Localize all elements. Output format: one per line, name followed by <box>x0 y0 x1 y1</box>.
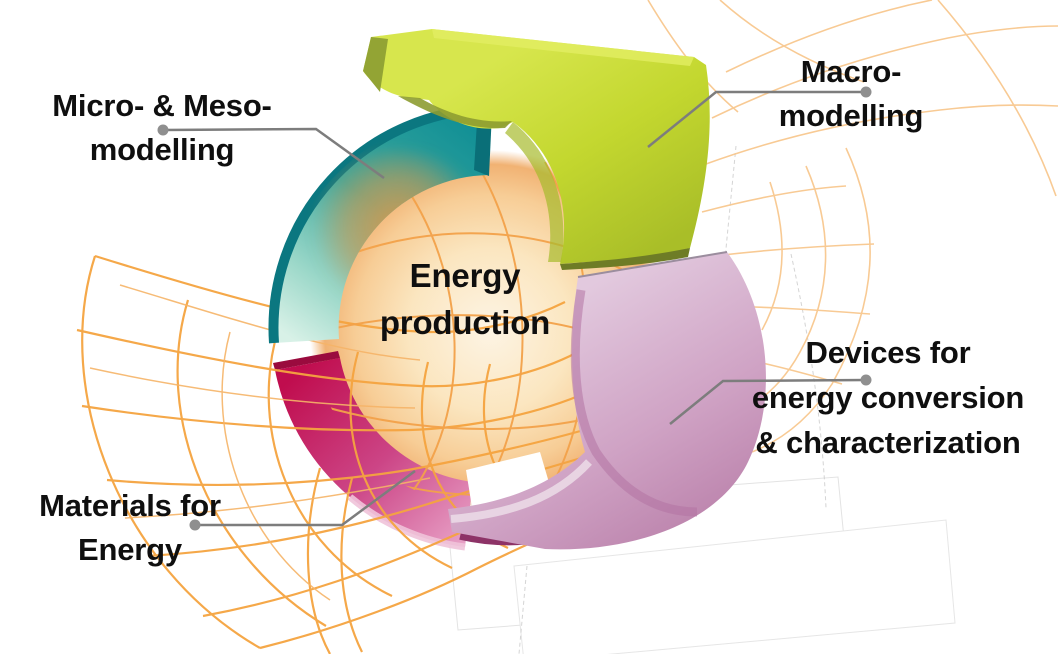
label-line: Micro- & Meso- <box>52 88 272 123</box>
segment-materials-for-energy <box>273 351 473 551</box>
label-line: Energy <box>409 257 521 294</box>
label-line: Devices for <box>805 335 971 370</box>
label-devices: Devices for energy conversion & characte… <box>718 330 1058 465</box>
label-materials-for-energy: Materials for Energy <box>10 484 250 572</box>
label-line: modelling <box>89 132 235 167</box>
label-line: energy conversion <box>751 380 1025 415</box>
label-micro-meso-modelling: Micro- & Meso- modelling <box>8 84 316 172</box>
label-macro-modelling: Macro- modelling <box>742 50 960 138</box>
label-line: Energy <box>78 532 182 567</box>
leader-devices <box>669 378 867 425</box>
label-line: Materials for <box>39 488 221 523</box>
label-energy-production: Energy production <box>340 252 590 346</box>
label-line: production <box>379 304 551 341</box>
leader-materials <box>195 469 416 527</box>
background-plane <box>513 519 956 654</box>
leader-dot <box>189 519 201 531</box>
label-line: Macro- <box>800 54 902 89</box>
macro-arrow <box>363 29 710 270</box>
leader-dot <box>157 124 169 136</box>
leader-dot <box>860 374 872 386</box>
label-line: & characterization <box>755 425 1021 460</box>
mesh-left-flare <box>76 254 629 654</box>
leader-dot <box>860 86 872 98</box>
leader-dots <box>157 86 872 531</box>
label-line: modelling <box>778 98 924 133</box>
leader-macro <box>647 90 866 148</box>
leader-lines <box>162 90 867 527</box>
segment-devices <box>448 251 766 550</box>
leader-micro-meso <box>162 127 385 180</box>
